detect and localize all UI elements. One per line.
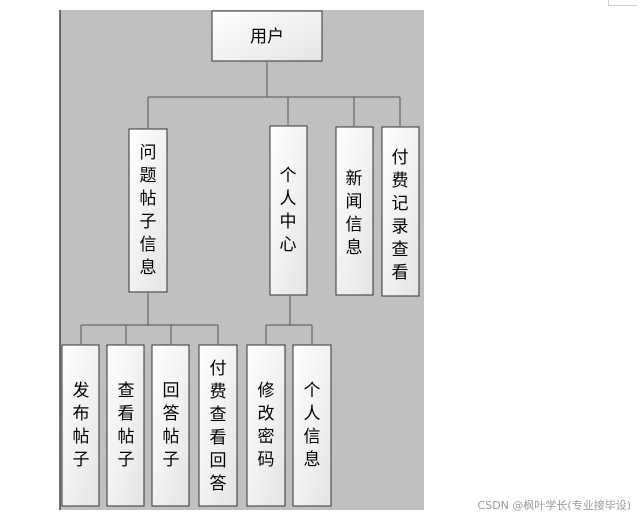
node-root-label: 用户 [250, 27, 284, 47]
corner-mark [608, 0, 637, 6]
node-personal-info-label: 个人信息 [304, 381, 321, 470]
node-change-password: 修改密码 [246, 344, 286, 507]
node-question-posts: 问题帖子信息 [128, 128, 168, 293]
watermark: CSDN @枫叶学长(专业接毕设) [477, 499, 631, 512]
node-view-post-label: 查看帖子 [118, 381, 135, 470]
node-paid-records: 付费记录查看 [381, 126, 420, 297]
node-paid-view-answer-label: 付费查看回答 [210, 359, 227, 494]
node-personal-center: 个人中心 [269, 125, 308, 296]
node-personal-info: 个人信息 [292, 344, 332, 507]
node-news: 新闻信息 [335, 126, 374, 296]
node-news-label: 新闻信息 [346, 169, 363, 258]
node-personal-center-label: 个人中心 [280, 166, 297, 255]
node-publish-post: 发布帖子 [61, 344, 100, 507]
node-paid-records-label: 付费记录查看 [392, 148, 409, 283]
node-paid-view-answer: 付费查看回答 [198, 344, 238, 507]
node-root: 用户 [211, 10, 323, 62]
node-publish-post-label: 发布帖子 [73, 381, 90, 470]
node-answer-post: 回答帖子 [151, 344, 190, 507]
connectors [80, 62, 401, 344]
node-view-post: 查看帖子 [106, 344, 145, 507]
node-question-posts-label: 问题帖子信息 [140, 143, 157, 278]
node-answer-post-label: 回答帖子 [163, 381, 180, 470]
node-change-password-label: 修改密码 [258, 381, 275, 470]
